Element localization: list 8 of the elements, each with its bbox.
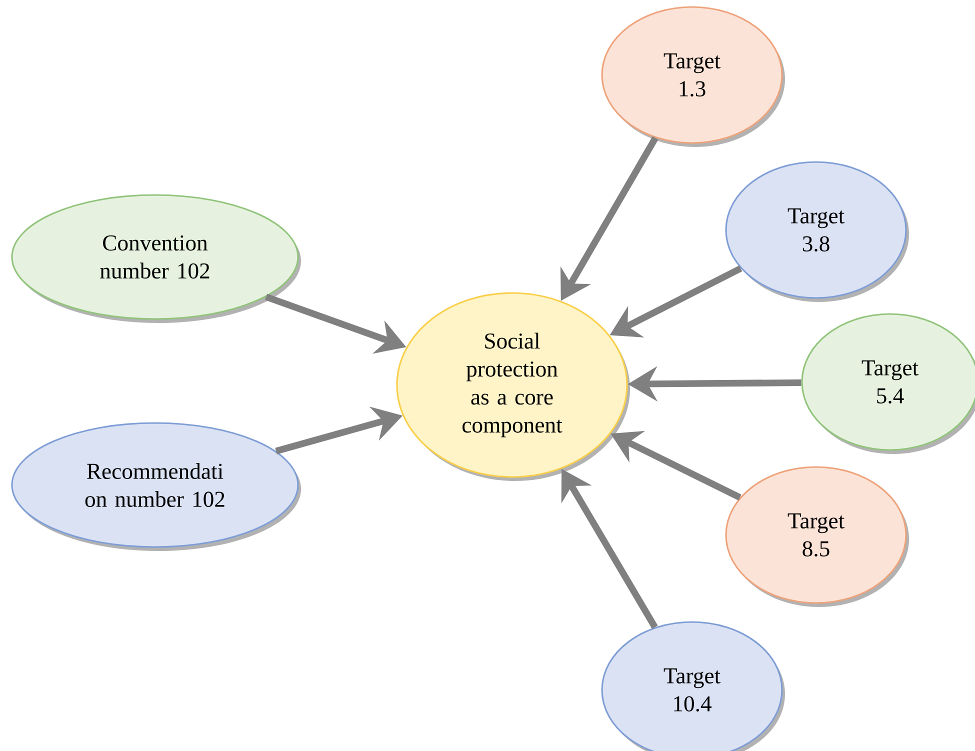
ellipse-node: Target 1.3 bbox=[601, 6, 785, 147]
ellipse-node: Target 10.4 bbox=[601, 621, 785, 751]
ellipse-node: Target 5.4 bbox=[801, 313, 975, 454]
ellipse-node: Convention number 102 bbox=[11, 194, 301, 323]
ellipse-node: Target 3.8 bbox=[725, 161, 909, 302]
ellipse-node: Social protection as a core component bbox=[396, 292, 630, 481]
ellipse-node: Target 8.5 bbox=[725, 466, 909, 607]
ellipse-node: Recommendati on number 102 bbox=[11, 422, 301, 551]
